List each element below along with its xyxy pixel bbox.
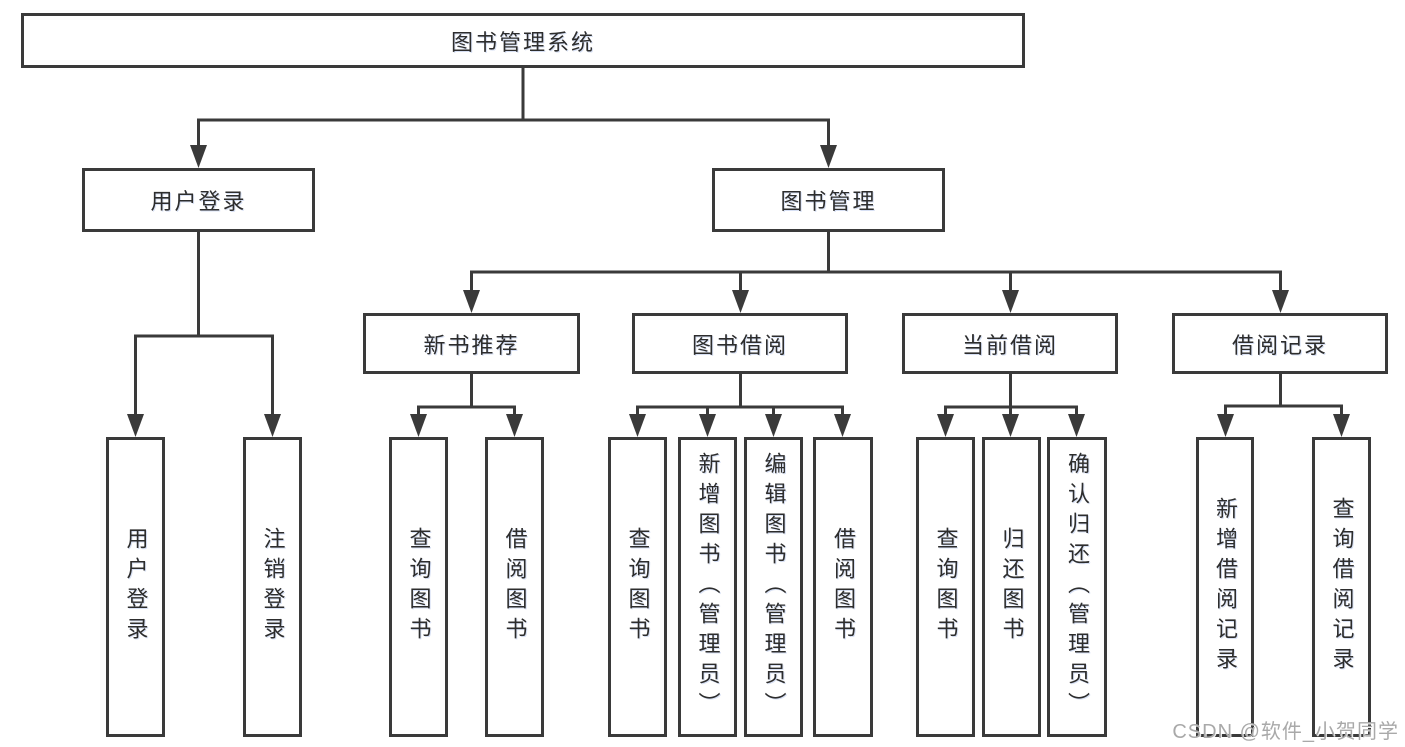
node-book-management-label: 图书管理	[780, 189, 877, 214]
node-borrow-records: 借阅记录	[1172, 313, 1388, 374]
arrowhead-down-icon	[506, 414, 523, 437]
leaf-logout-label: 注销登录	[260, 527, 286, 647]
leaf-borrow-books: 借阅图书	[813, 437, 873, 737]
arrowhead-down-icon	[820, 145, 837, 168]
leaf-recommend-query-books-label: 查询图书	[406, 527, 432, 647]
leaf-add-books-admin-label: 新增图书（管理员）	[695, 452, 721, 722]
leaf-query-borrow-record-label: 查询借阅记录	[1329, 497, 1355, 677]
node-user-login: 用户登录	[82, 168, 315, 232]
leaf-recommend-query-books: 查询图书	[389, 437, 448, 737]
arrowhead-down-icon	[1068, 414, 1085, 437]
leaf-borrow-books-label: 借阅图书	[831, 527, 856, 647]
arrowhead-down-icon	[1002, 290, 1019, 313]
arrowhead-down-icon	[1272, 290, 1289, 313]
node-book-borrow: 图书借阅	[632, 313, 848, 374]
node-book-borrow-label: 图书借阅	[691, 332, 788, 358]
arrowhead-down-icon	[1002, 414, 1019, 437]
arrowhead-down-icon	[264, 414, 281, 437]
leaf-borrow-query-books: 查询图书	[608, 437, 667, 737]
arrowhead-down-icon	[699, 414, 716, 437]
leaf-add-borrow-record: 新增借阅记录	[1196, 437, 1254, 737]
arrowhead-down-icon	[937, 414, 954, 437]
node-new-book-recommend: 新书推荐	[363, 313, 580, 374]
arrowhead-down-icon	[765, 414, 782, 437]
leaf-edit-books-admin: 编辑图书（管理员）	[744, 437, 803, 737]
leaf-logout: 注销登录	[243, 437, 302, 737]
leaf-recommend-borrow-books: 借阅图书	[485, 437, 544, 737]
leaf-recommend-borrow-books-label: 借阅图书	[502, 527, 528, 647]
leaf-edit-books-admin-label: 编辑图书（管理员）	[761, 452, 787, 722]
leaf-confirm-return-admin: 确认归还（管理员）	[1047, 437, 1107, 737]
node-borrow-records-label: 借阅记录	[1231, 332, 1328, 358]
leaf-user-login: 用户登录	[106, 437, 165, 737]
node-root-label: 图书管理系统	[450, 29, 595, 55]
leaf-current-query-books: 查询图书	[916, 437, 975, 737]
arrowhead-down-icon	[127, 414, 144, 437]
arrowhead-down-icon	[629, 414, 646, 437]
node-new-book-recommend-label: 新书推荐	[423, 332, 520, 358]
leaf-user-login-label: 用户登录	[123, 527, 149, 647]
arrowhead-down-icon	[834, 414, 851, 437]
leaf-borrow-query-books-label: 查询图书	[625, 527, 651, 647]
arrowhead-down-icon	[463, 290, 480, 313]
node-root: 图书管理系统	[21, 13, 1025, 68]
arrowhead-down-icon	[732, 290, 749, 313]
leaf-query-borrow-record: 查询借阅记录	[1312, 437, 1371, 737]
node-current-borrow: 当前借阅	[902, 313, 1118, 374]
leaf-return-books: 归还图书	[982, 437, 1041, 737]
leaf-confirm-return-admin-label: 确认归还（管理员）	[1065, 452, 1090, 722]
leaf-add-books-admin: 新增图书（管理员）	[678, 437, 737, 737]
leaf-return-books-label: 归还图书	[999, 527, 1025, 647]
arrowhead-down-icon	[1217, 414, 1234, 437]
arrowhead-down-icon	[410, 414, 427, 437]
leaf-add-borrow-record-label: 新增借阅记录	[1213, 497, 1238, 677]
arrowhead-down-icon	[190, 145, 207, 168]
node-current-borrow-label: 当前借阅	[961, 332, 1058, 358]
csdn-watermark: CSDN @软件_小贺同学	[1172, 721, 1399, 743]
leaf-current-query-books-label: 查询图书	[933, 527, 959, 647]
node-user-login-label: 用户登录	[150, 189, 247, 214]
arrowhead-down-icon	[1333, 414, 1350, 437]
node-book-management: 图书管理	[712, 168, 945, 232]
